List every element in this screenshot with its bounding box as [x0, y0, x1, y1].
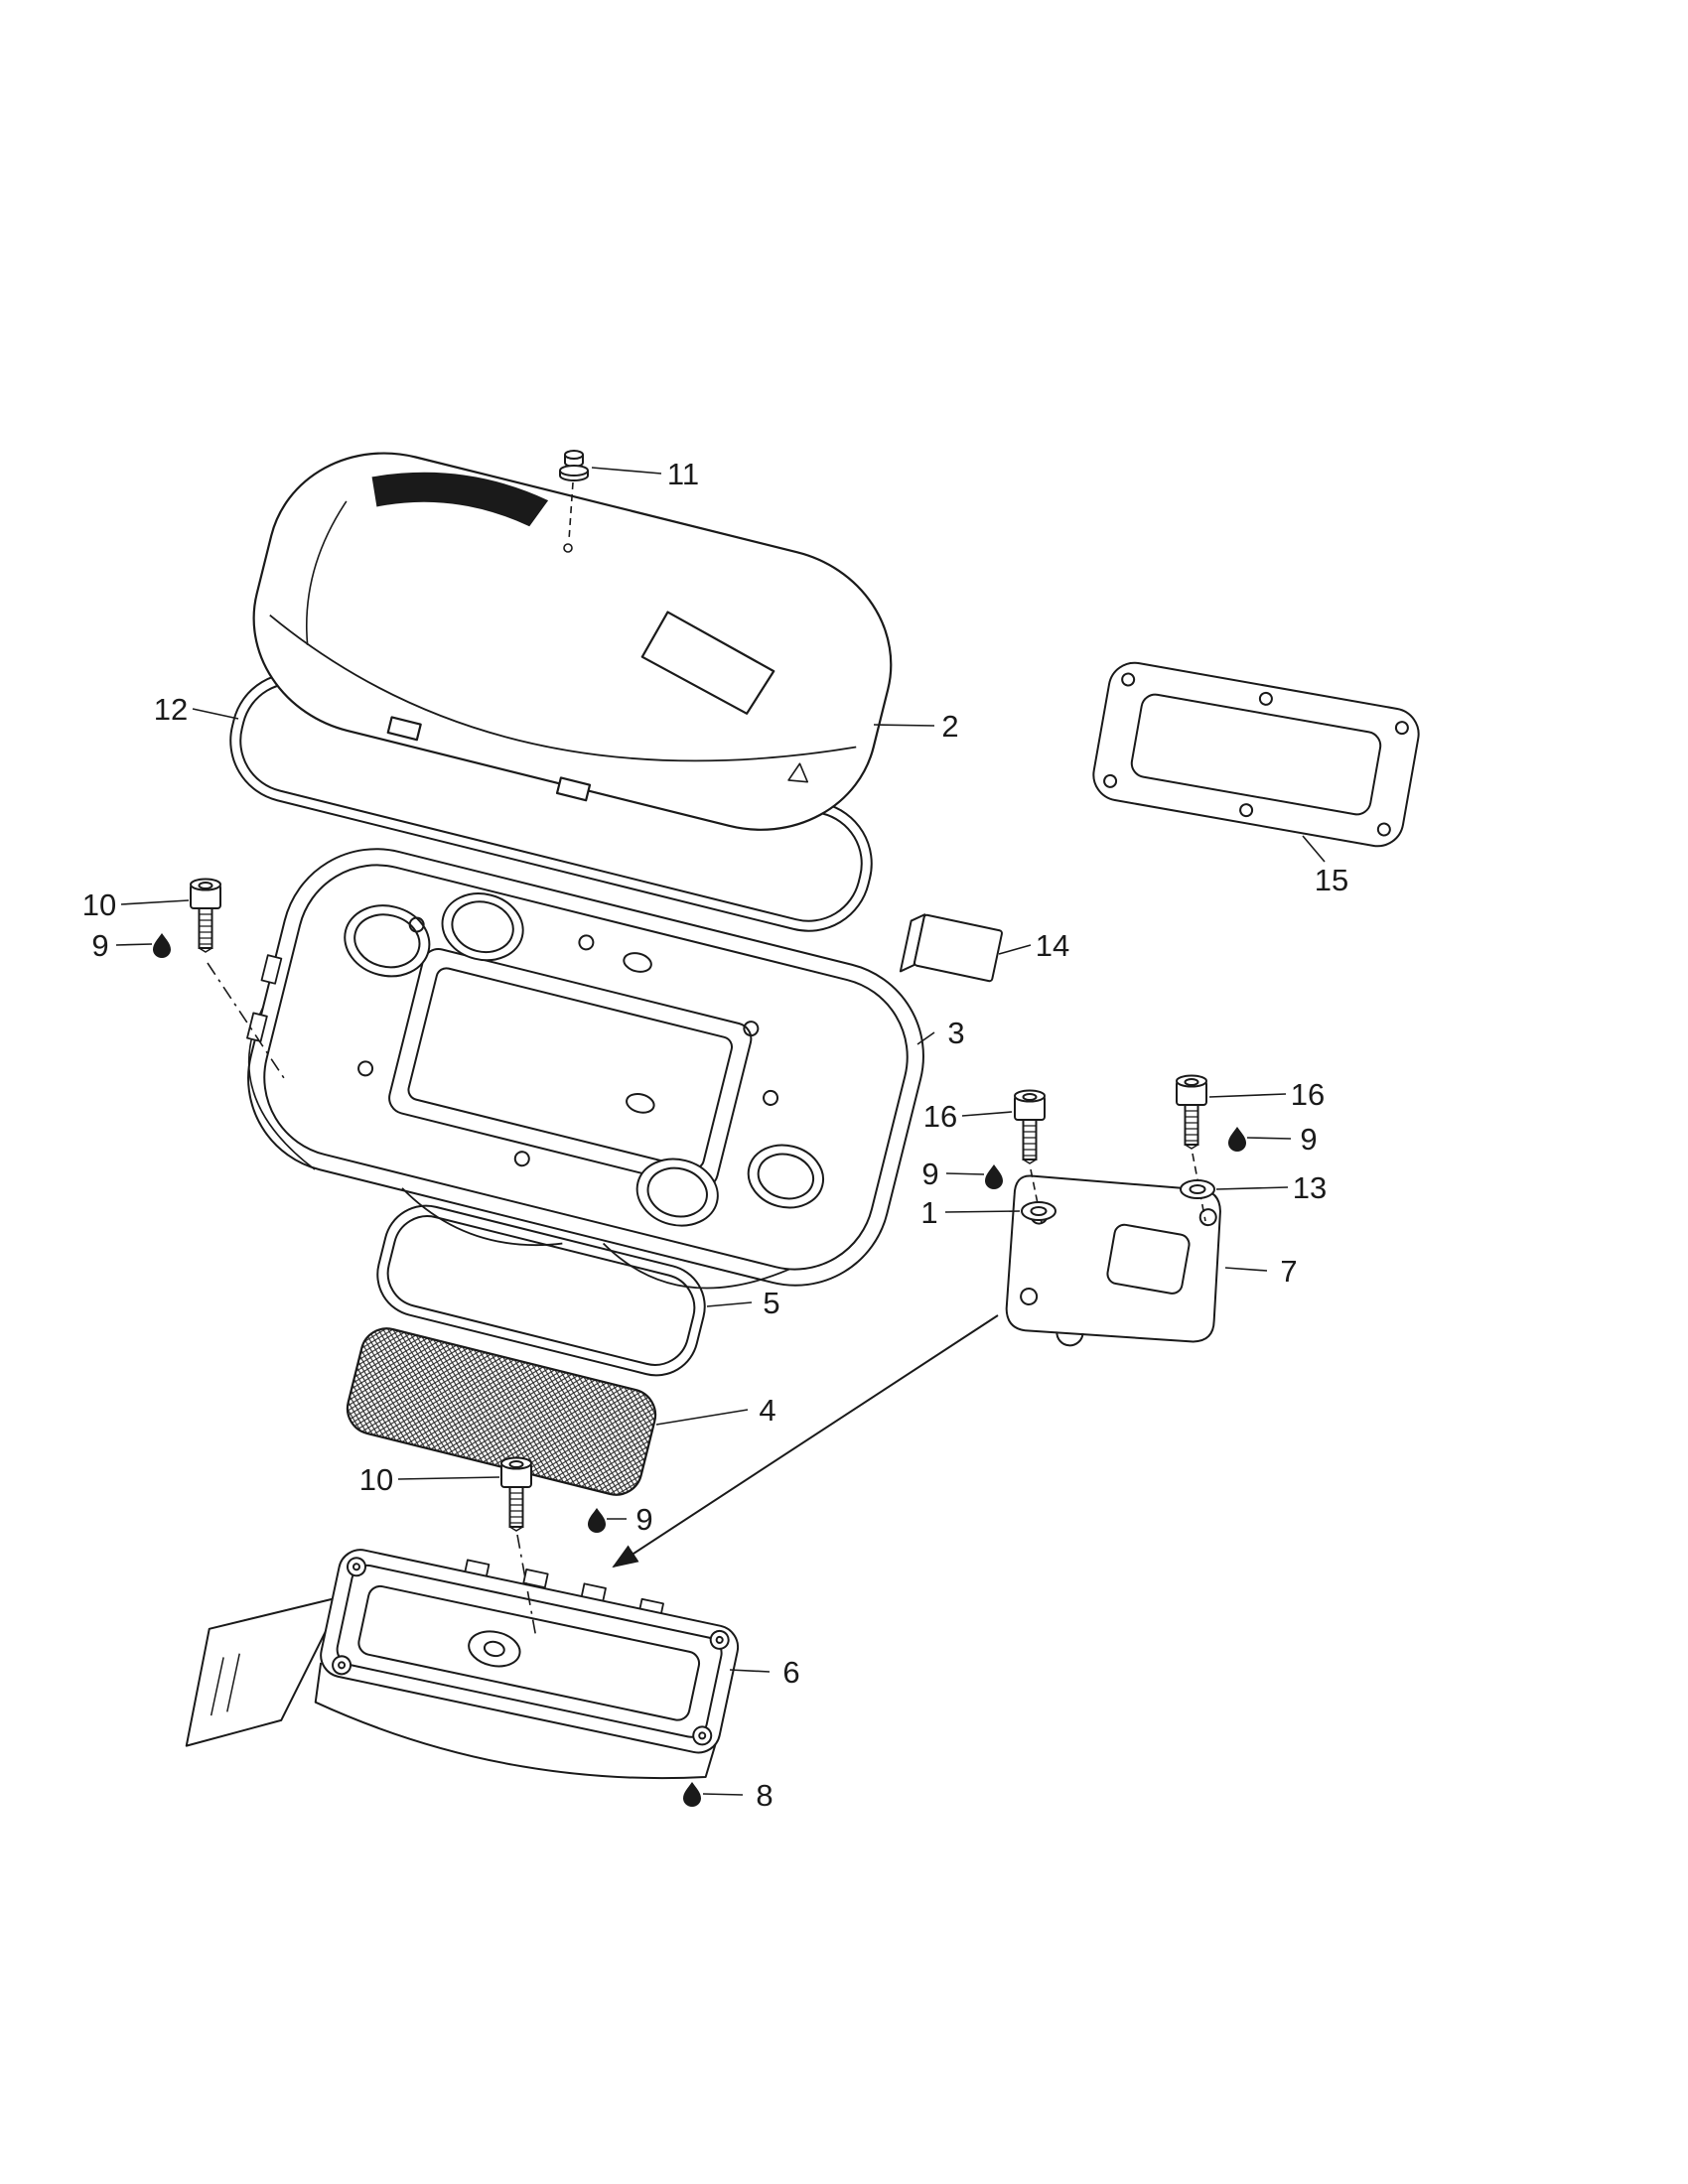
callout-label-9b: 9 [921, 1157, 938, 1191]
lubricant-droplet-icon [683, 1782, 701, 1807]
part-lower-housing-6 [185, 1549, 740, 1780]
callout-label-1: 1 [920, 1195, 937, 1230]
part-bracket-7 [1005, 1174, 1221, 1347]
install-direction-arrow [612, 1314, 999, 1569]
callout-labels: 11 2 12 15 10 9 14 3 16 9 1 16 9 13 7 5 … [82, 457, 1348, 1813]
callout-label-5: 5 [763, 1286, 779, 1320]
lubricant-droplet-icon [153, 933, 171, 958]
callout-label-4: 4 [759, 1393, 775, 1428]
part-small-pad-14 [899, 913, 1003, 983]
callout-label-7: 7 [1280, 1254, 1297, 1289]
callout-label-16b: 16 [1291, 1077, 1325, 1112]
washer-1 [1021, 1201, 1056, 1221]
screw-16-left [1014, 1089, 1046, 1164]
part-cover-2 [252, 452, 893, 831]
lubricant-droplet-icon [1228, 1127, 1246, 1152]
hardware [153, 450, 1246, 1807]
part-grommet-11 [559, 450, 589, 481]
part-plate-gasket-15 [1092, 661, 1420, 848]
lubricant-droplet-icon [588, 1508, 606, 1533]
part-silencer-body-3 [246, 848, 924, 1290]
washer-13 [1180, 1179, 1215, 1199]
screw-16-right [1176, 1074, 1207, 1150]
callout-label-9d: 9 [635, 1502, 652, 1537]
callout-label-10a: 10 [82, 887, 116, 922]
callout-label-3: 3 [947, 1016, 964, 1050]
part-filter-screen-4 [346, 1327, 657, 1496]
screw-10-lower [500, 1456, 532, 1532]
callout-label-11: 11 [667, 457, 699, 491]
callout-label-9a: 9 [91, 928, 108, 963]
callout-label-2: 2 [941, 709, 958, 744]
callout-label-13: 13 [1293, 1170, 1327, 1205]
callout-label-10b: 10 [359, 1462, 393, 1497]
screw-10-upper [190, 878, 221, 953]
callout-label-9c: 9 [1300, 1122, 1317, 1157]
callout-label-6: 6 [782, 1655, 799, 1690]
callout-label-15: 15 [1315, 863, 1348, 897]
callout-label-16a: 16 [923, 1099, 957, 1134]
callout-label-12: 12 [154, 692, 188, 727]
part-lower-gasket-5 [376, 1204, 706, 1377]
lubricant-droplet-icon [985, 1164, 1003, 1189]
callout-leader-lines [115, 467, 1326, 1796]
callout-label-8: 8 [756, 1778, 773, 1813]
callout-label-14: 14 [1036, 928, 1069, 963]
